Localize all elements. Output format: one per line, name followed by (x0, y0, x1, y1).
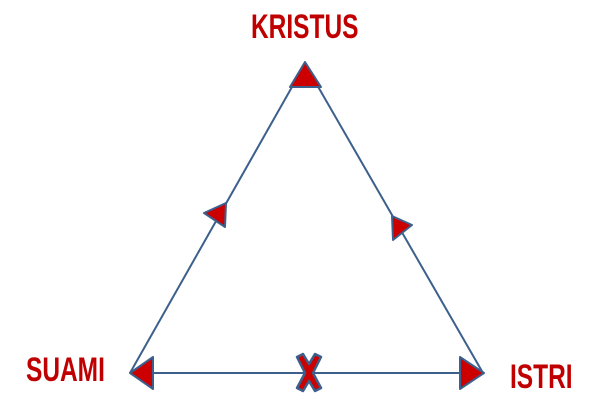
arrowhead-istri-icon (459, 356, 485, 390)
node-label-kristus: KRISTUS (251, 8, 359, 46)
x-icon (295, 352, 323, 393)
arrow-right-mid-icon (391, 215, 413, 241)
arrowhead-kristus-icon (289, 61, 322, 88)
arrow-left-mid-icon (203, 202, 227, 228)
node-label-suami: SUAMI (26, 351, 105, 389)
arrowhead-suami-icon (129, 356, 154, 390)
node-label-istri: ISTRI (510, 358, 573, 396)
